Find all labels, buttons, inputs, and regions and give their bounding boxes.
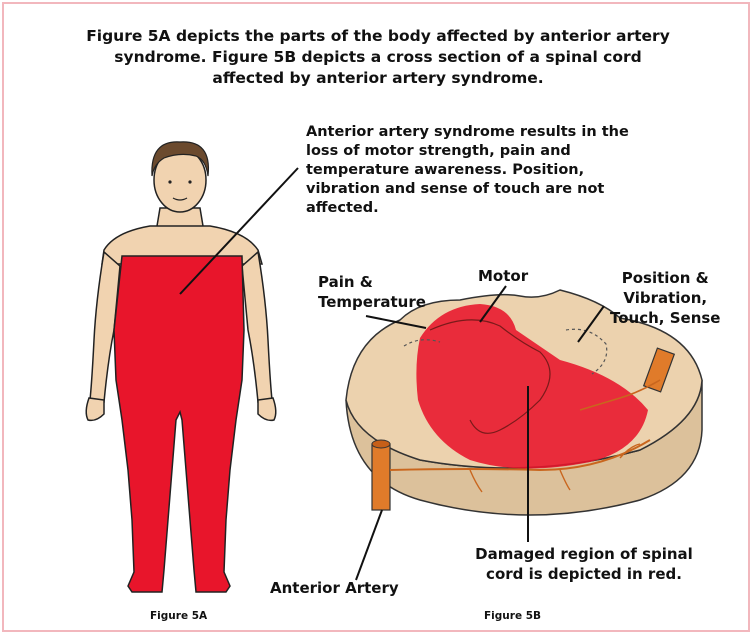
annotation-line-1: Anterior artery syndrome results in the	[306, 123, 726, 142]
annotation-line-2: loss of motor strength, pain and	[306, 142, 726, 161]
left-hand	[86, 398, 104, 420]
motor-label: Motor	[478, 266, 528, 286]
damaged-region-label: Damaged region of spinal cord is depicte…	[454, 544, 714, 584]
figure-5a-caption: Figure 5A	[150, 610, 207, 622]
position-label-line-1: Position &	[610, 268, 720, 288]
annotation-line-5: affected.	[306, 199, 726, 218]
left-eye	[168, 180, 171, 183]
pain-label-line-1: Pain &	[318, 272, 426, 292]
motor-label-text: Motor	[478, 266, 528, 286]
annotation-line-4: vibration and sense of touch are not	[306, 180, 726, 199]
right-eye	[188, 180, 191, 183]
figure-5b-caption: Figure 5B	[484, 610, 541, 622]
affected-region-body	[114, 256, 244, 592]
right-arm	[242, 252, 272, 402]
anterior-artery-label-text: Anterior Artery	[270, 578, 399, 598]
anterior-artery-top	[372, 440, 390, 448]
pain-temperature-label: Pain & Temperature	[318, 272, 426, 312]
anterior-artery-leader	[356, 510, 382, 580]
damaged-label-line-1: Damaged region of spinal	[454, 544, 714, 564]
body-figure	[86, 142, 276, 592]
right-hand	[258, 398, 276, 420]
position-label-line-3: Touch, Sense	[610, 308, 720, 328]
position-label-line-2: Vibration,	[610, 288, 720, 308]
damaged-label-line-2: cord is depicted in red.	[454, 564, 714, 584]
annotation-line-3: temperature awareness. Position,	[306, 161, 726, 180]
position-vibration-label: Position & Vibration, Touch, Sense	[610, 268, 720, 328]
pain-label-line-2: Temperature	[318, 292, 426, 312]
anterior-artery	[372, 444, 390, 510]
anterior-artery-label: Anterior Artery	[270, 578, 399, 598]
syndrome-annotation: Anterior artery syndrome results in the …	[306, 123, 726, 218]
